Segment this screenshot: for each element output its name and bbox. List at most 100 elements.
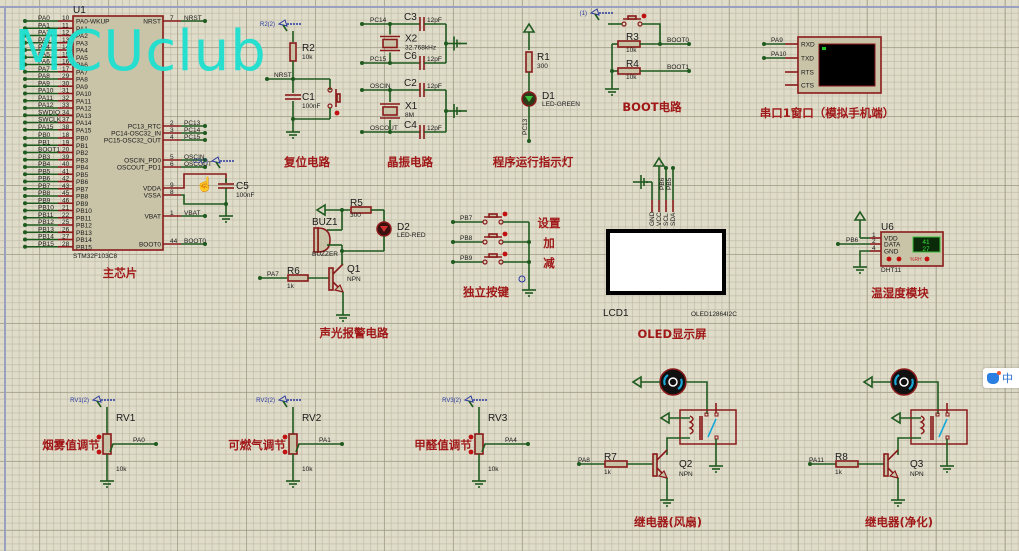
oled-pin-scl[interactable]: SCL: [663, 200, 670, 226]
crystal-x2[interactable]: [380, 35, 400, 52]
npn-transistor-q2[interactable]: [652, 449, 669, 479]
push-button[interactable]: [482, 251, 508, 265]
voltage-probe[interactable]: C5(2): [193, 156, 234, 169]
voltage-probe[interactable]: RV1(2): [70, 395, 115, 408]
mcu-body[interactable]: [72, 15, 164, 251]
capacitor-c3[interactable]: [419, 17, 425, 31]
capacitor-c1[interactable]: [285, 94, 301, 100]
capacitor-c5[interactable]: [218, 183, 234, 189]
oled-pin-sda[interactable]: SDA: [670, 200, 677, 226]
crystal-x1[interactable]: [380, 103, 400, 119]
terminal-pin-rts[interactable]: RTS: [785, 70, 815, 77]
reset-button[interactable]: [327, 87, 341, 116]
led-d2[interactable]: [376, 221, 392, 237]
npn-transistor-q1[interactable]: [328, 263, 345, 293]
relay-body[interactable]: [679, 409, 737, 445]
voltage-probe[interactable]: RV3(2): [442, 395, 487, 408]
oled-screen[interactable]: [606, 229, 726, 295]
npn-transistor-q3[interactable]: [883, 449, 900, 479]
push-button[interactable]: [482, 231, 508, 245]
voltage-probe[interactable]: R2(2): [260, 19, 301, 32]
voltage-probe[interactable]: RV2(2): [256, 395, 301, 408]
crystal-circuit[interactable]: PC14PC15X232.768kHzC3C612pF12pFOSCINOSCO…: [360, 12, 467, 139]
capacitor-c2[interactable]: [419, 83, 425, 97]
oled-pin-gnd[interactable]: GND: [649, 200, 656, 226]
terminal-screen[interactable]: [818, 43, 876, 87]
fan-motor-icon[interactable]: [659, 368, 687, 396]
ime-indicator[interactable]: 中: [983, 368, 1019, 388]
relay-body[interactable]: [910, 409, 968, 445]
oled-pin-vcc[interactable]: VCC: [656, 200, 663, 226]
fan-motor-icon[interactable]: [890, 368, 918, 396]
buzzer-buz1[interactable]: [313, 227, 331, 253]
capacitor-c4[interactable]: [419, 125, 425, 139]
voltage-probe[interactable]: (1): [580, 8, 613, 21]
resistor-r2[interactable]: [289, 42, 297, 62]
capacitor-c6[interactable]: [419, 56, 425, 70]
resistor-r1[interactable]: [525, 51, 533, 73]
led-d1[interactable]: [521, 91, 537, 107]
